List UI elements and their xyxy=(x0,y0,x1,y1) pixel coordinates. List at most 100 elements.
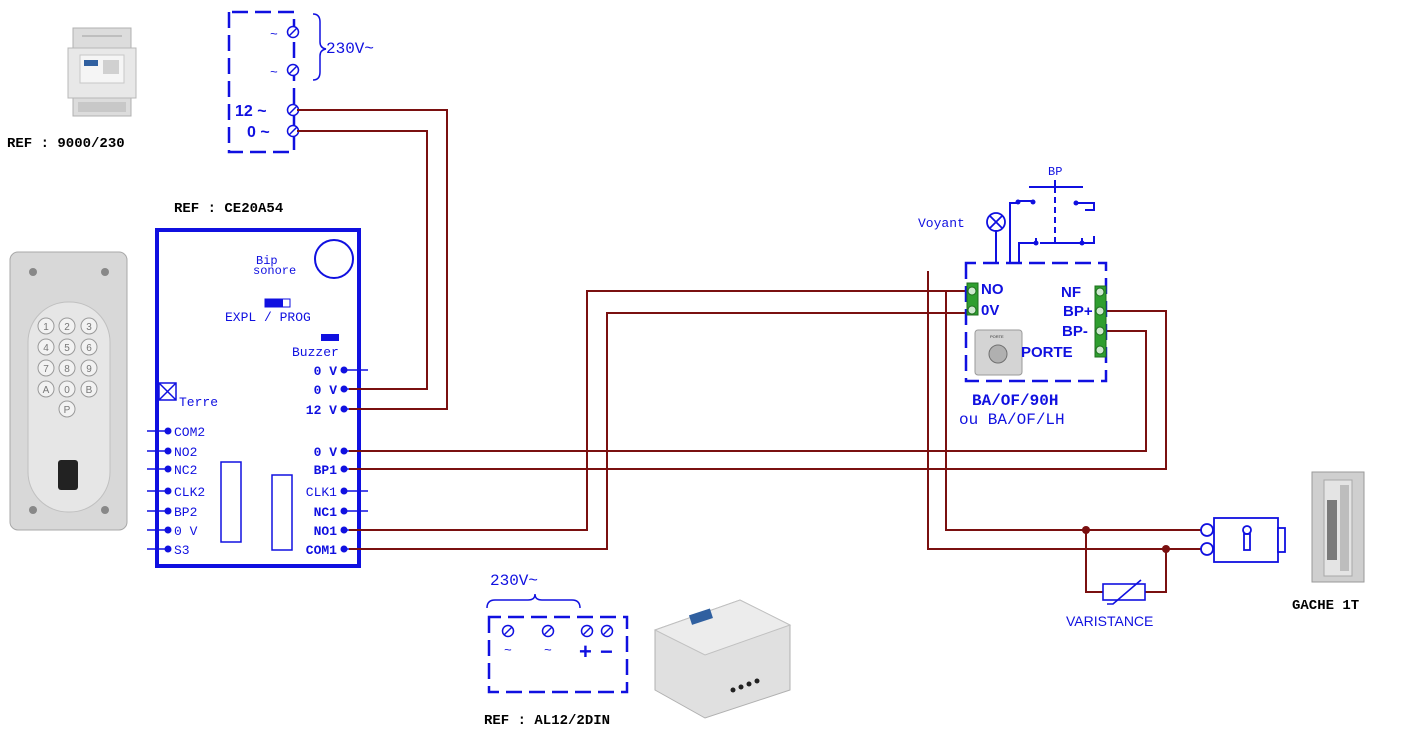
keypad-key-label: 0 xyxy=(64,385,70,396)
terminal-dot-icon xyxy=(340,526,348,534)
wire-varistor-1 xyxy=(1085,530,1103,593)
terminal-dot-icon xyxy=(164,465,172,473)
transformer-tilde-2: ~ xyxy=(270,65,278,80)
transformer-out-0: 0 ~ xyxy=(247,124,270,141)
power-supply-voltage: 230V~ xyxy=(490,572,538,590)
buzzer-label: Buzzer xyxy=(292,345,339,360)
keypad-ref-label: REF : CE20A54 xyxy=(174,201,283,217)
terminal-dot-icon xyxy=(164,447,172,455)
keypad-key-label: 3 xyxy=(86,322,92,333)
indicator-lamp-icon xyxy=(986,212,1006,232)
right-terminal: CLK1 xyxy=(306,485,368,500)
keypad-key-icon xyxy=(58,338,76,356)
keypad-key: 1 xyxy=(37,317,55,335)
keypad-key-label: B xyxy=(86,385,93,396)
earth-icon xyxy=(158,382,177,401)
terminal-dot-icon xyxy=(340,507,348,515)
keypad-key: 6 xyxy=(80,338,98,356)
buzzer-label-2: sonore xyxy=(253,264,296,278)
gache-label: GACHE 1T xyxy=(1292,598,1359,614)
terminal-dot-icon xyxy=(164,526,172,534)
right-terminal-label: CLK1 xyxy=(306,485,337,500)
exit-button-no: NO xyxy=(981,281,1004,298)
left-terminal-label: NC2 xyxy=(174,463,197,478)
keypad-key-icon xyxy=(58,400,76,418)
right-terminal-label: 0 V xyxy=(314,445,338,460)
terminal-dot-icon xyxy=(340,465,348,473)
keypad-key-label: 1 xyxy=(43,322,49,333)
right-terminal-label: NO1 xyxy=(314,524,338,539)
keypad-key: 9 xyxy=(80,359,98,377)
transformer-voltage: 230V~ xyxy=(326,40,374,58)
keypad-key: 7 xyxy=(37,359,55,377)
keypad-key-label: 5 xyxy=(64,343,70,354)
exit-button-name-1: BA/OF/90H xyxy=(972,392,1058,410)
varistance-label: VARISTANCE xyxy=(1066,613,1153,629)
left-terminal: 0 V xyxy=(147,524,198,539)
right-terminal-label: 12 V xyxy=(306,403,337,418)
left-terminal-label: CLK2 xyxy=(174,485,205,500)
varistor-icon xyxy=(1102,579,1146,605)
transformer-terminal-icon xyxy=(286,25,300,138)
right-terminal-label: 0 V xyxy=(314,364,338,379)
keypad-key-icon xyxy=(80,338,98,356)
wire-0v-button xyxy=(349,330,1147,452)
right-terminal: NC1 xyxy=(314,505,368,520)
keypad-key-label: 2 xyxy=(64,322,70,333)
left-terminal: BP2 xyxy=(147,505,197,520)
wire-no-strike xyxy=(945,290,1206,531)
wire-com1-minus xyxy=(349,312,971,550)
keypad-key: 5 xyxy=(58,338,76,356)
terminal-dot-icon xyxy=(164,427,172,435)
keypad-key-icon xyxy=(80,359,98,377)
power-supply-ref-label: REF : AL12/2DIN xyxy=(484,713,610,729)
din-transformer-icon xyxy=(67,27,137,117)
wire-bp1 xyxy=(349,310,1167,470)
exit-button-voyant: Voyant xyxy=(918,216,965,231)
buzzer-label-1: Bip xyxy=(256,254,278,268)
right-terminal-label: 0 V xyxy=(314,383,338,398)
terminal-dot-icon xyxy=(164,487,172,495)
left-terminal-label: 0 V xyxy=(174,524,198,539)
exit-button-nf: NF xyxy=(1061,284,1081,301)
keypad-key: 4 xyxy=(37,338,55,356)
right-terminal: 0 V xyxy=(314,364,368,379)
power-supply-plus: + xyxy=(579,639,592,664)
exit-button-bp-minus: BP- xyxy=(1062,323,1088,340)
left-terminal: CLK2 xyxy=(147,485,205,500)
power-supply-schematic: ~ ~ + − xyxy=(487,615,629,694)
terminal-dot-icon xyxy=(340,545,348,553)
strike-photo-icon xyxy=(1311,471,1365,583)
keypad-key: P xyxy=(58,400,76,418)
keypad-key-icon xyxy=(37,317,55,335)
right-terminal-label: COM1 xyxy=(306,543,337,558)
left-terminal-label: BP2 xyxy=(174,505,197,520)
relay2-icon xyxy=(220,461,242,543)
keypad-key-icon xyxy=(80,317,98,335)
push-button-terminal-icon xyxy=(1015,199,1085,246)
right-terminal-label: NC1 xyxy=(314,505,338,520)
exit-button-name-2: ou BA/OF/LH xyxy=(959,411,1065,429)
keypad-controller-box xyxy=(155,228,361,568)
terminal-dot-icon xyxy=(340,366,348,374)
terminal-dot-icon xyxy=(340,385,348,393)
keypad-key-icon xyxy=(37,380,55,398)
terminal-dot-icon xyxy=(164,507,172,515)
power-supply-tilde-1: ~ xyxy=(504,643,512,658)
keypad-key-icon xyxy=(37,359,55,377)
keypad-key: 2 xyxy=(58,317,76,335)
keypad-key-label: 6 xyxy=(86,343,92,354)
keypad-key-icon xyxy=(58,317,76,335)
transformer-ref-label: REF : 9000/230 xyxy=(7,136,125,152)
exit-button-plate-text: PORTE xyxy=(990,334,1004,339)
exit-button-porte: PORTE xyxy=(1021,344,1073,361)
exit-button-0v: 0V xyxy=(981,302,999,319)
terminal-dot-icon xyxy=(340,447,348,455)
keypad-key: 8 xyxy=(58,359,76,377)
terminal-dot-icon xyxy=(164,545,172,553)
switch-label: EXPL / PROG xyxy=(225,310,311,325)
left-terminal: NO2 xyxy=(147,445,197,460)
wire-no1-plus xyxy=(349,290,971,531)
keypad-key-icon xyxy=(58,359,76,377)
